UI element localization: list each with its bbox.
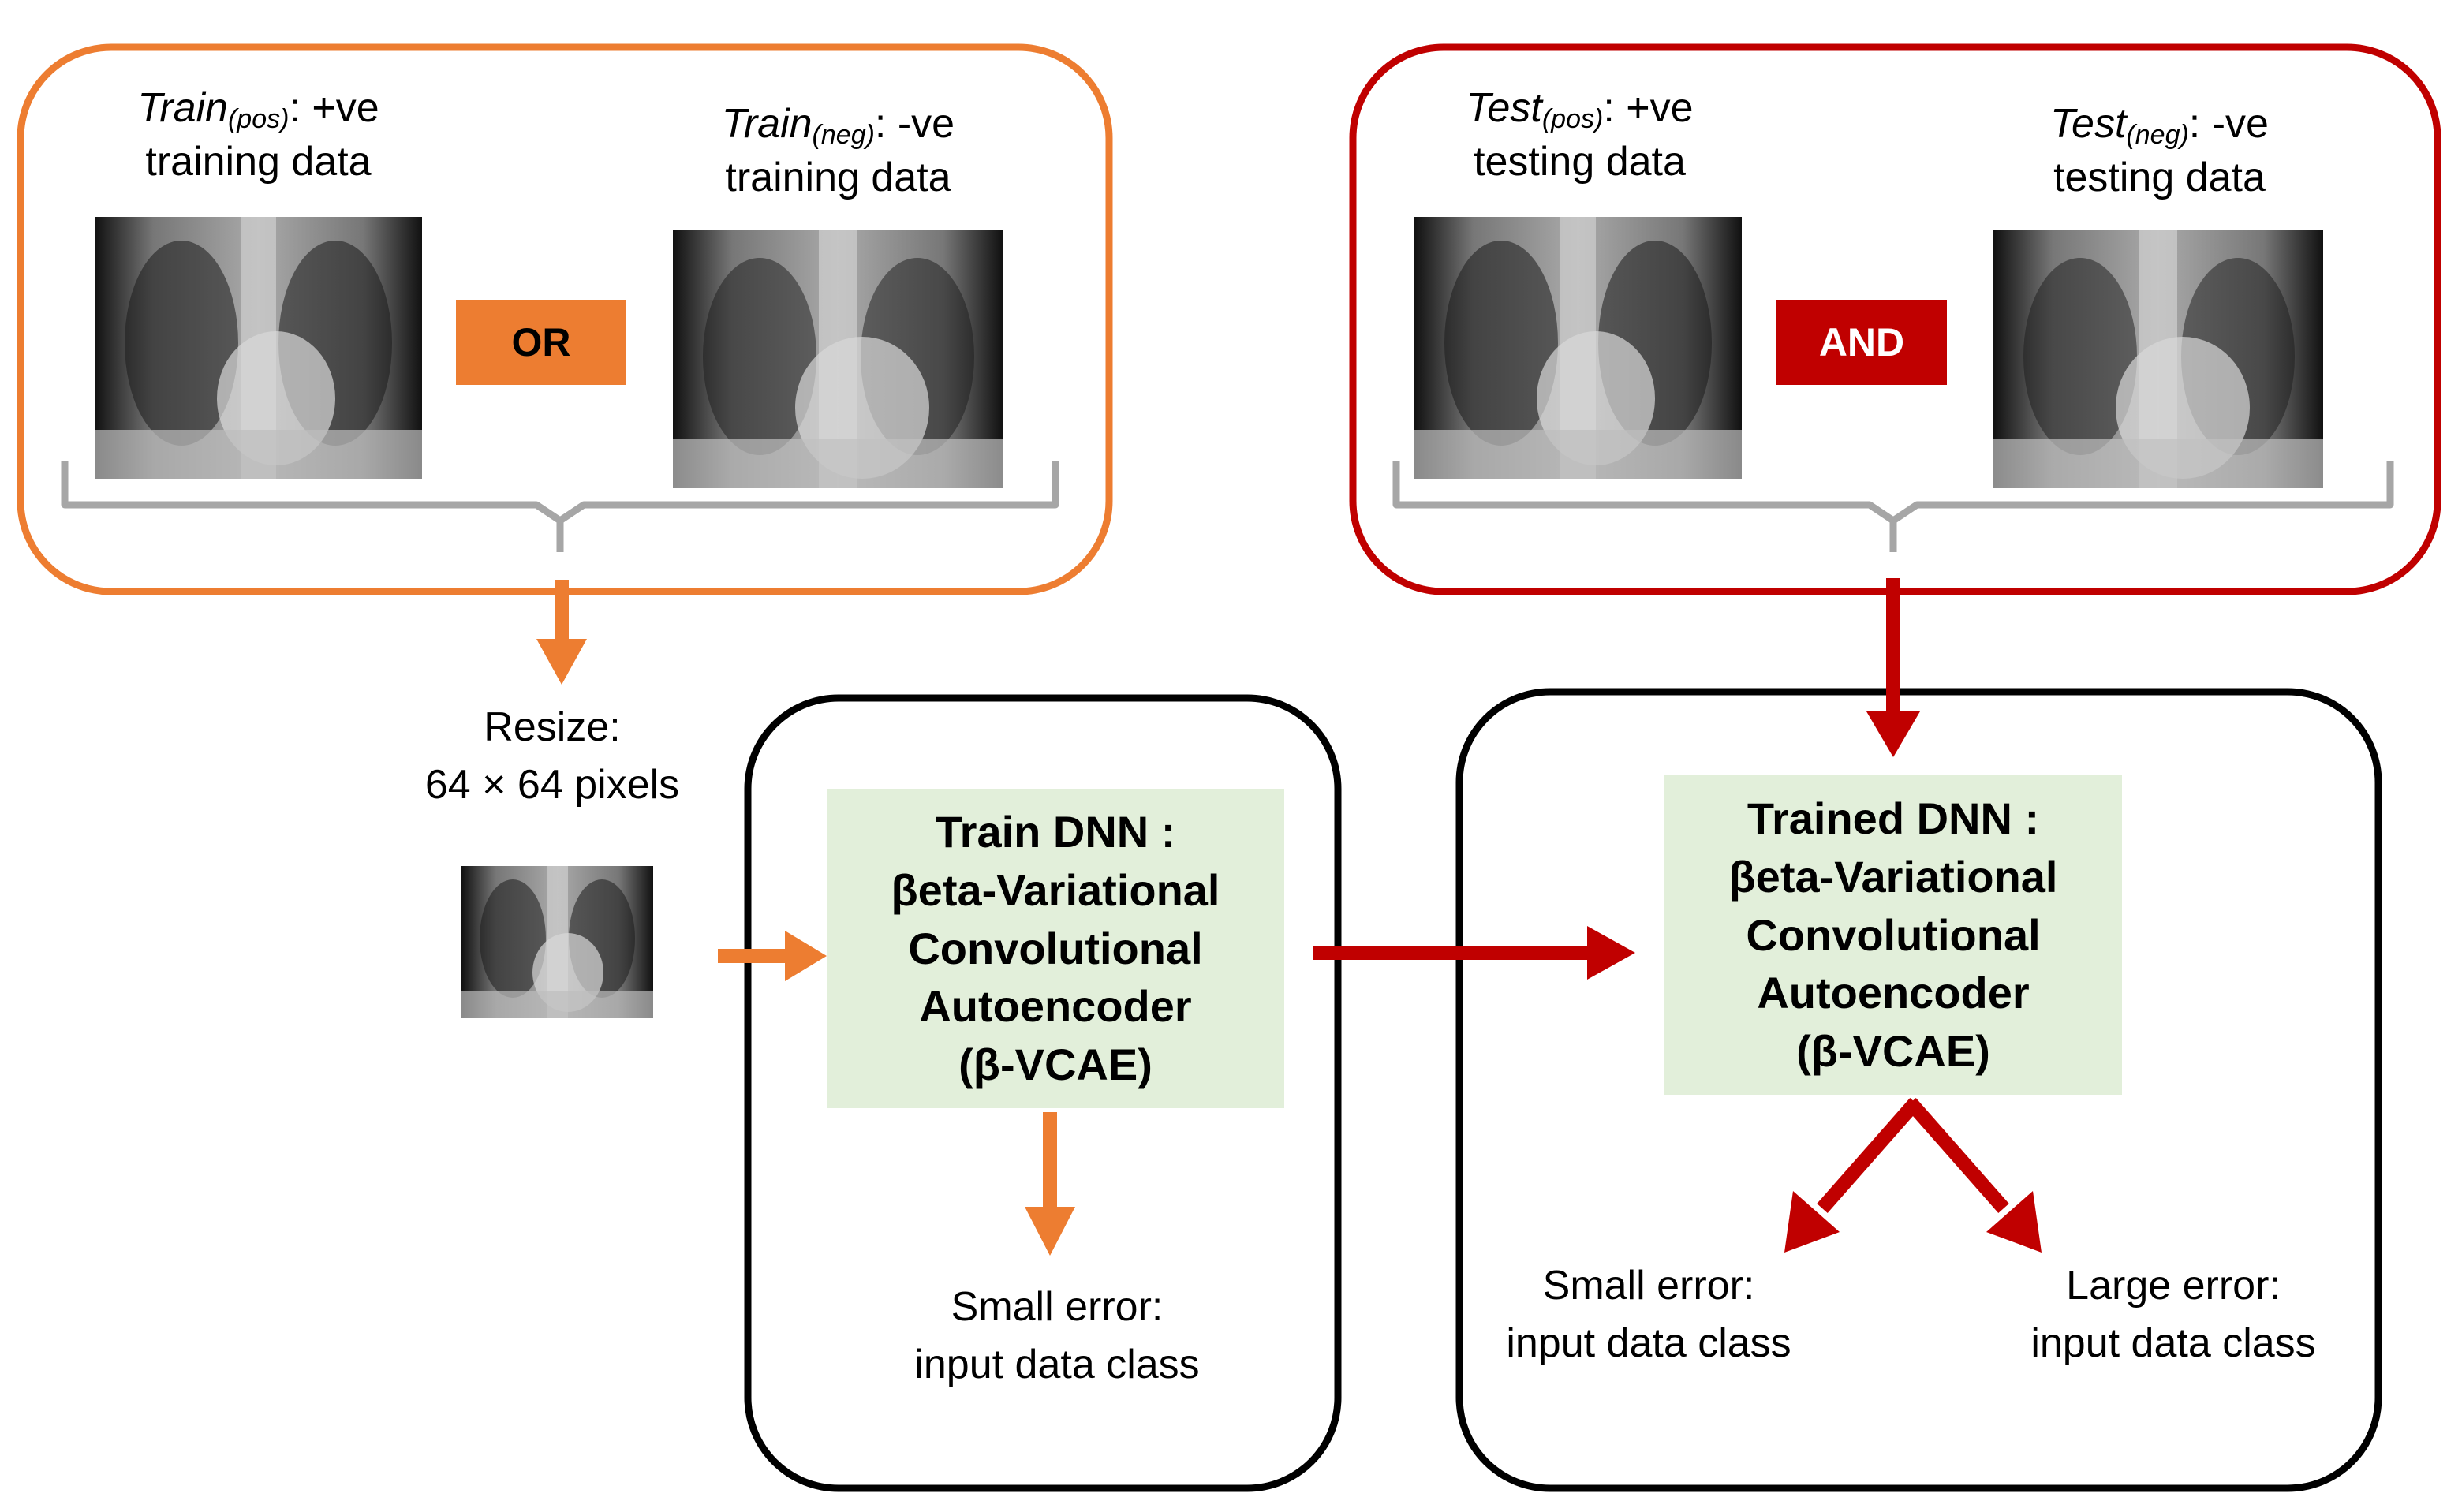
small-error-caption: Small error: input data class: [1463, 1260, 1834, 1369]
arrow-icon: [1866, 578, 1920, 757]
arrow-icon: [536, 580, 587, 685]
train-outcome-caption: Small error: input data class: [868, 1282, 1246, 1391]
train-pos-name: Train: [137, 85, 228, 131]
curly-brace-icon: [1392, 461, 2394, 552]
test-pos-suffix: : +ve: [1603, 85, 1694, 131]
large-error-caption: Large error: input data class: [1988, 1260, 2359, 1369]
trained-dnn-title: Trained DNN : βeta-Variational Convoluti…: [1728, 793, 2058, 1077]
train-neg-subscript: (neg): [812, 120, 875, 150]
test-pos-line2: testing data: [1474, 138, 1686, 185]
or-operator-badge: OR: [456, 300, 626, 385]
arrow-icon: [1905, 1098, 2042, 1253]
train-pos-line2: training data: [145, 138, 372, 185]
train-neg-caption: Train(neg): -ve training data: [647, 99, 1029, 203]
test-neg-subscript: (neg): [2126, 120, 2189, 150]
arrow-icon: [1784, 1098, 1921, 1253]
test-neg-suffix: : -ve: [2188, 101, 2269, 147]
train-dnn-title: Train DNN : βeta-Variational Convolution…: [891, 806, 1220, 1090]
curly-brace-icon: [61, 461, 1059, 552]
arrow-icon: [718, 931, 827, 981]
chest-xray-image: [461, 866, 653, 1018]
test-pos-name: Test: [1466, 85, 1542, 131]
chest-xray-image: [673, 230, 1003, 488]
resize-caption: Resize: 64 × 64 pixels: [371, 702, 734, 811]
train-neg-line2: training data: [725, 154, 951, 200]
test-pos-caption: Test(pos): +ve testing data: [1388, 83, 1771, 188]
resize-line2: 64 × 64 pixels: [424, 762, 680, 808]
train-pos-subscript: (pos): [227, 104, 290, 134]
large-error-line1: Large error:: [2066, 1263, 2281, 1309]
resize-line1: Resize:: [484, 704, 621, 750]
trained-dnn-box: Trained DNN : βeta-Variational Convoluti…: [1664, 775, 2122, 1095]
chest-xray-image: [1414, 217, 1742, 479]
large-error-line2: input data class: [2030, 1320, 2316, 1366]
train-pos-caption: Train(pos): +ve training data: [67, 83, 450, 188]
train-pos-suffix: : +ve: [289, 85, 379, 131]
chest-xray-image: [1993, 230, 2323, 488]
test-neg-name: Test: [2050, 101, 2127, 147]
test-pos-subscript: (pos): [1541, 104, 1604, 134]
train-neg-suffix: : -ve: [874, 101, 955, 147]
test-neg-caption: Test(neg): -ve testing data: [1968, 99, 2351, 203]
train-outcome-line1: Small error:: [951, 1284, 1164, 1330]
train-dnn-box: Train DNN : βeta-Variational Convolution…: [827, 789, 1284, 1108]
small-error-line2: input data class: [1506, 1320, 1791, 1366]
chest-xray-image: [95, 217, 422, 479]
and-operator-badge: AND: [1776, 300, 1947, 385]
trained-module-frame: [1455, 688, 2382, 1492]
or-operator-label: OR: [511, 320, 571, 364]
and-operator-label: AND: [1818, 320, 1905, 364]
arrow-icon: [1025, 1112, 1075, 1256]
test-neg-line2: testing data: [2053, 154, 2266, 200]
train-neg-name: Train: [721, 101, 813, 147]
train-module-frame: [744, 694, 1342, 1492]
arrow-icon: [1313, 926, 1635, 980]
train-outcome-line2: input data class: [914, 1342, 1200, 1387]
small-error-line1: Small error:: [1542, 1263, 1755, 1309]
